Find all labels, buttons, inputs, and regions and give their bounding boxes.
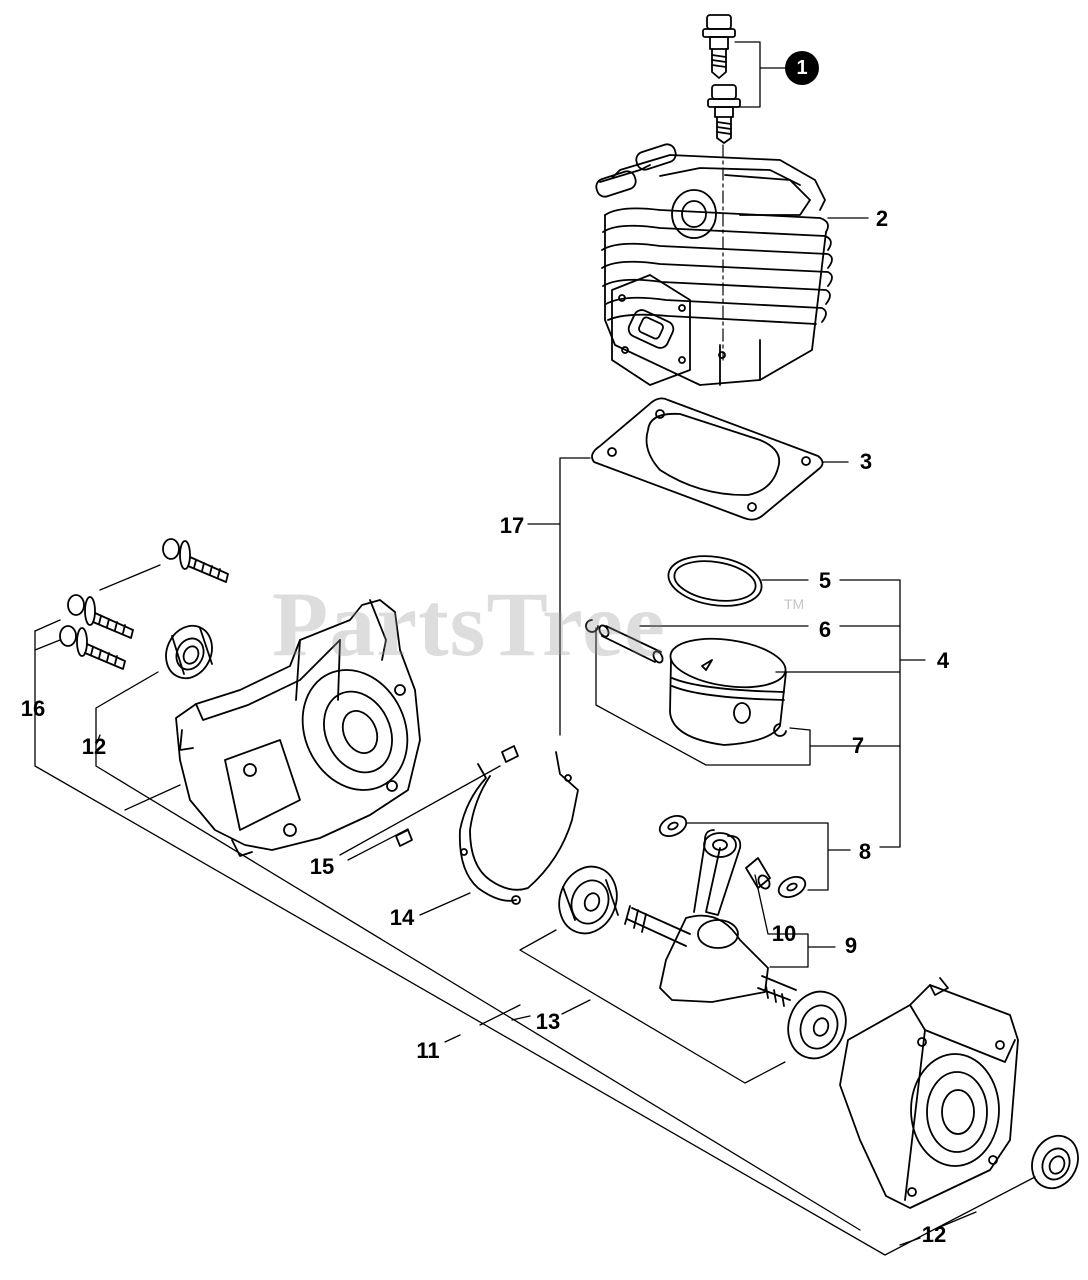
callout-13: 13	[535, 1009, 561, 1034]
callout-12-right: 12	[921, 1222, 947, 1247]
leader-lines	[34, 41, 1036, 1256]
callout-16: 16	[20, 696, 46, 721]
callout-15: 15	[309, 854, 335, 879]
cylinder-gasket	[591, 397, 824, 521]
callout-7: 7	[851, 733, 865, 758]
ball-bearing-left	[558, 865, 619, 935]
callout-6: 6	[818, 617, 832, 642]
callout-3: 3	[859, 449, 873, 474]
callout-10: 10	[771, 921, 797, 946]
callout-2: 2	[875, 206, 889, 231]
callout-14: 14	[389, 905, 415, 930]
callout-8: 8	[858, 839, 872, 864]
circlips	[585, 619, 787, 737]
cylinder-bolt-lower	[707, 84, 741, 144]
crankshaft	[624, 829, 797, 1007]
needle-bearing	[745, 857, 771, 890]
crankcase-right	[839, 977, 1019, 1209]
callout-17: 17	[499, 513, 525, 538]
cylinder	[595, 143, 833, 386]
piston-ring	[667, 555, 763, 607]
trademark-symbol: TM	[784, 596, 805, 612]
dowel-pins	[395, 745, 519, 847]
piston-pin	[598, 624, 664, 664]
oil-seal-left	[165, 624, 213, 680]
callout-12-left: 12	[81, 734, 107, 759]
callout-1-badge: 1	[785, 51, 819, 85]
ball-bearing-right	[787, 990, 847, 1060]
piston	[669, 637, 787, 746]
callout-5: 5	[818, 568, 832, 593]
crankcase-left	[175, 599, 421, 857]
crankcase-bolts	[59, 538, 229, 670]
callout-9: 9	[844, 933, 858, 958]
crankcase-gasket	[458, 751, 579, 905]
thrust-washers	[658, 815, 807, 898]
callout-11: 11	[416, 1038, 440, 1063]
callout-4: 4	[936, 648, 950, 673]
oil-seal-right	[1031, 1134, 1079, 1190]
cylinder-bolt-upper	[702, 14, 736, 79]
partstree-watermark: PartsTree	[272, 573, 666, 675]
